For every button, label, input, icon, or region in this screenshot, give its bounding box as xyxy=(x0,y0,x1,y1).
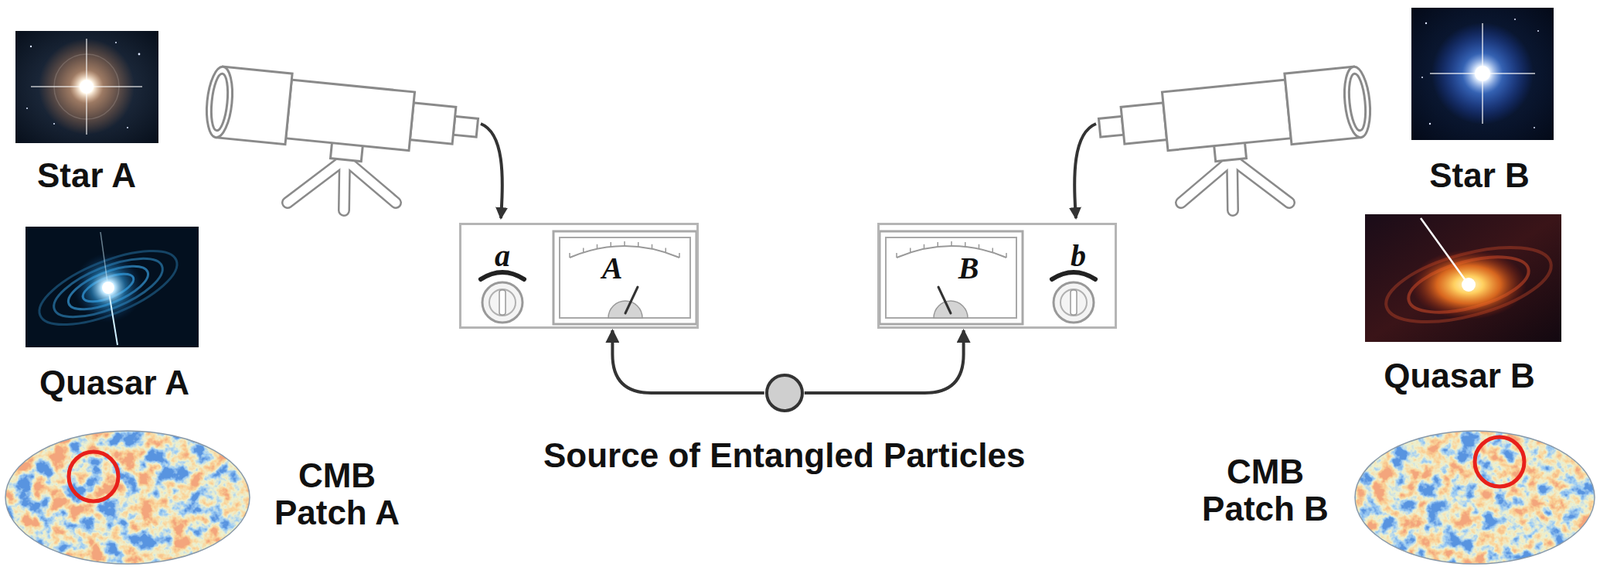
source-name: Quasar B xyxy=(1383,357,1536,395)
source-name: Star A xyxy=(37,156,137,195)
detector-box: Bb xyxy=(877,222,1117,329)
cmb-patch-circle xyxy=(68,451,119,501)
setting-letter: b xyxy=(1070,240,1086,272)
setting-letter: A xyxy=(602,252,623,284)
source-node: Source of Entangled Particles xyxy=(543,372,1026,476)
source-name: Star B xyxy=(1429,156,1530,195)
star-a-image xyxy=(15,30,159,143)
cmb-patch-circle xyxy=(1474,436,1525,487)
star-b-image xyxy=(1411,7,1554,140)
particle-path xyxy=(804,330,964,393)
telescope xyxy=(202,65,503,218)
setting-letter: B xyxy=(958,252,980,284)
source-circle xyxy=(764,372,805,413)
source-name: CMB Patch B xyxy=(1191,452,1339,528)
quasar-a-image xyxy=(25,226,199,348)
cmb-map-b xyxy=(1354,430,1595,564)
particle-path xyxy=(612,330,764,393)
setting-letter: a xyxy=(494,240,511,272)
source-name: Quasar A xyxy=(39,364,190,402)
cmb-map-a xyxy=(5,430,250,564)
detector-box: aA xyxy=(459,222,699,329)
source-label: Source of Entangled Particles xyxy=(543,435,1026,476)
quasar-b-image xyxy=(1365,214,1562,342)
telescope xyxy=(1074,65,1375,218)
source-name: CMB Patch A xyxy=(263,456,411,532)
